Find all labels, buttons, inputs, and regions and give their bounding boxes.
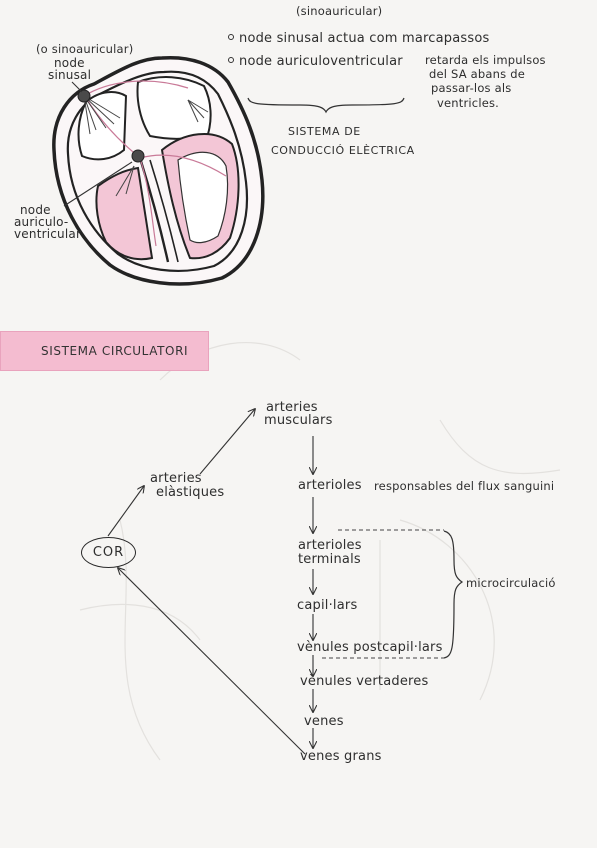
av-node-label-line1: node bbox=[20, 203, 51, 217]
capillars-label: capil·lars bbox=[297, 598, 358, 613]
arrow-venes-grans-to-cor bbox=[118, 568, 306, 755]
arterioles-description: responsables del flux sanguini bbox=[374, 479, 555, 493]
arteries-elastiques-line2: elàstiques bbox=[156, 485, 225, 500]
arrow-cor-to-arteries-elastiques bbox=[107, 486, 144, 537]
sa-node-label-line2: sinusal bbox=[48, 68, 92, 82]
av-node bbox=[131, 149, 145, 163]
arteries-musculars-line1: arteries bbox=[266, 400, 318, 415]
caption-line-1: SISTEMA DE bbox=[288, 125, 361, 138]
note-line-2-desc-3: passar-los als bbox=[431, 81, 512, 95]
sa-node bbox=[77, 89, 91, 103]
sa-node-label-line1: node bbox=[54, 56, 85, 70]
venules-postcapillars-label: vènules postcapil·lars bbox=[297, 640, 443, 655]
note-line-1: node sinusal actua com marcapassos bbox=[228, 32, 489, 46]
cor-node: COR bbox=[81, 537, 136, 568]
notes-brace bbox=[247, 97, 405, 114]
section-title: SISTEMA CIRCULATORI bbox=[41, 344, 189, 358]
arteries-musculars-line2: musculars bbox=[264, 413, 333, 428]
arteries-elastiques-line1: arteries bbox=[150, 471, 202, 486]
caption-line-2: CONDUCCIÓ ELÈCTRICA bbox=[271, 144, 415, 157]
heart-illustration bbox=[52, 55, 265, 286]
arterioles-terminals-line1: arterioles bbox=[298, 538, 362, 553]
heart-inner-outline bbox=[66, 70, 249, 272]
note-line-2-desc-1: retarda els impulsos bbox=[425, 53, 546, 67]
section-banner: SISTEMA CIRCULATORI bbox=[0, 331, 209, 371]
note-line-2: node auriculoventricular bbox=[228, 55, 403, 69]
venes-label: venes bbox=[304, 714, 344, 729]
microcirculation-brace bbox=[443, 530, 464, 659]
sa-alt-name-note: (o sinoauricular) bbox=[36, 42, 134, 56]
sinoauricular-note: (sinoauricular) bbox=[296, 4, 383, 18]
av-node-label-line3: ventricular bbox=[14, 227, 82, 241]
right-atrium bbox=[77, 91, 128, 161]
note-line-2-desc-4: ventricles. bbox=[437, 96, 500, 110]
left-atrium bbox=[136, 76, 212, 140]
arterioles-terminals-line2: terminals bbox=[298, 552, 361, 567]
right-ventricle bbox=[95, 166, 154, 261]
microcirculacio-label: microcirculació bbox=[466, 576, 556, 590]
arrow-elastiques-to-musculars bbox=[199, 409, 255, 475]
av-leader-line bbox=[63, 161, 133, 207]
sa-leader-line bbox=[71, 81, 83, 93]
note-line-2-desc-2: del SA abans de bbox=[429, 67, 525, 81]
arterioles-label: arterioles bbox=[298, 478, 362, 493]
venules-vertaderes-label: vènules vertaderes bbox=[300, 674, 429, 689]
venes-grans-label: venes grans bbox=[300, 749, 382, 764]
av-node-label-line2: auriculo- bbox=[14, 215, 69, 229]
